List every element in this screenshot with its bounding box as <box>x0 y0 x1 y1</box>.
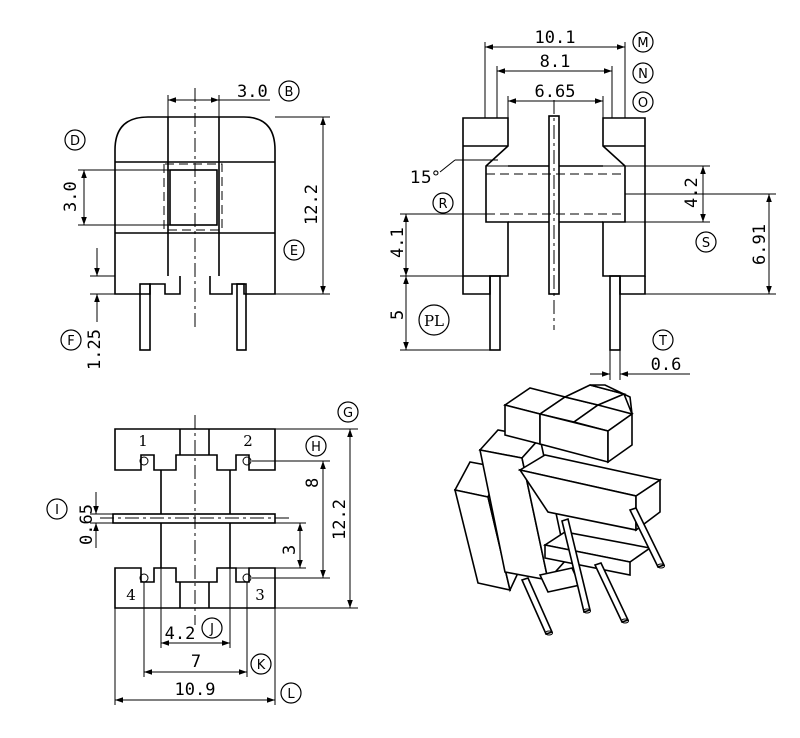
front-body-outline <box>114 116 276 276</box>
label-n: N <box>638 67 648 82</box>
label-f-circle <box>60 329 82 351</box>
pin-hole-1 <box>139 456 149 466</box>
dim-bottom-plate-thickness: 0.65 <box>77 504 97 545</box>
label-e-circle <box>283 239 305 261</box>
label-e: E <box>290 244 298 259</box>
front-pin-left <box>139 283 151 351</box>
label-d-circle <box>64 129 86 151</box>
dim-front-pin-length: 1.25 <box>85 329 105 370</box>
dim-side-pin-dia: 0.6 <box>651 355 682 375</box>
front-view: 3.0 3.0 12.2 1.25 B D E F <box>60 80 330 370</box>
side-pin-left <box>489 275 501 351</box>
dim-side-width-outer: 10.1 <box>535 28 576 48</box>
label-m: M <box>637 36 648 51</box>
pin-label-4: 4 <box>126 586 136 604</box>
dim-side-slot-height: 4.2 <box>682 177 702 208</box>
label-t: T <box>658 334 667 349</box>
dim-bottom-inner-width: 4.2 <box>165 624 196 644</box>
label-h: H <box>311 440 321 455</box>
dim-side-width-inner: 6.65 <box>535 82 576 102</box>
dim-side-pin-length: 5 <box>388 310 408 320</box>
side-view: 10.1 8.1 6.65 M N O 15° R 4.1 5 <box>388 28 776 380</box>
side-flange-left <box>462 117 509 277</box>
dim-bottom-pin-pitch-h: 7 <box>191 652 201 672</box>
dim-bottom-pin-pitch-v: 8 <box>303 478 323 488</box>
dim-front-window-height: 3.0 <box>61 181 81 212</box>
label-j: J <box>209 622 214 637</box>
front-core-window <box>169 169 218 226</box>
pin-label-2: 2 <box>243 432 253 450</box>
dim-side-base-height: 4.1 <box>388 227 408 258</box>
dim-front-top-width: 3.0 <box>237 82 268 102</box>
label-pl: PL <box>424 312 444 330</box>
label-r: R <box>438 197 447 212</box>
side-flange-right <box>602 117 646 277</box>
bottom-view: 1 2 4 3 H G 8 12.2 3 0.65 I <box>46 401 359 705</box>
dim-bottom-total-width: 10.9 <box>175 680 216 700</box>
label-o: O <box>638 96 648 111</box>
dim-side-right-height: 6.91 <box>750 224 770 265</box>
label-f: F <box>67 334 74 349</box>
label-k: K <box>257 658 266 673</box>
label-d: D <box>70 134 80 149</box>
label-g: G <box>343 406 353 421</box>
bottom-top-flange <box>114 428 276 471</box>
pin-label-3: 3 <box>255 586 265 604</box>
label-b: B <box>285 85 294 100</box>
dim-side-width-mid: 8.1 <box>540 52 571 72</box>
dim-front-height: 12.2 <box>302 184 322 225</box>
dim-bottom-total-height: 12.2 <box>330 499 350 540</box>
dim-bottom-small-height: 3 <box>280 545 300 555</box>
label-i: I <box>55 503 59 518</box>
front-pin-right <box>236 283 247 351</box>
bottom-bottom-flange <box>114 567 276 609</box>
side-pin-right <box>609 275 621 351</box>
label-s: S <box>702 236 710 251</box>
label-l: L <box>287 687 295 702</box>
isometric-view <box>453 384 666 636</box>
dim-side-angle: 15° <box>410 168 440 188</box>
pin-hole-2 <box>242 456 252 466</box>
pin-label-1: 1 <box>138 432 148 450</box>
label-b-circle <box>278 80 300 102</box>
